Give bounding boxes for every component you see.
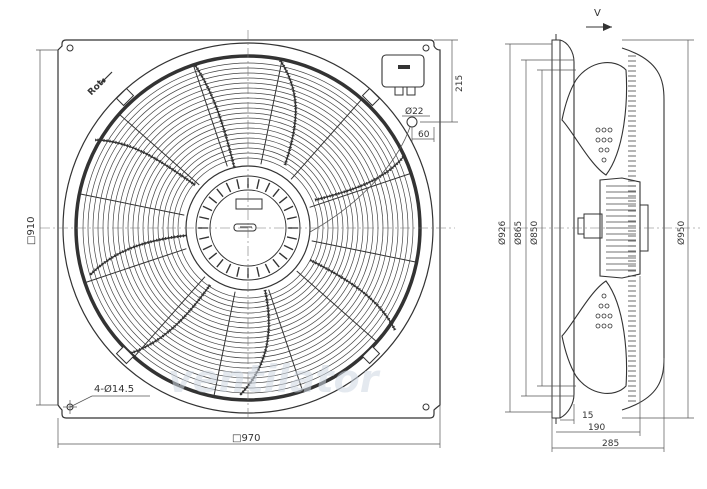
side-view: V Ø926 [497,8,700,452]
guard-clips [115,87,381,365]
corner-hole-tl [66,44,74,52]
terminal-box-label [398,65,410,69]
holes-leader [69,395,93,408]
watermark: ventilator [168,357,381,401]
rotation-arrow-head [100,78,106,84]
hub-center-slot [233,223,257,232]
corner-hole-tr [422,44,430,52]
hub-cooling-fins [198,178,298,278]
blade-profile-bottom [561,280,628,394]
airflow-label: V [594,8,601,19]
holes-label: 4-Ø14.5 [94,383,134,395]
guard-spokes [80,60,416,396]
cable-gland [406,116,418,128]
blade-serrations [88,59,407,397]
corner-hole-br [422,403,430,411]
height-dimension: □910 [26,216,37,245]
terminal-box-gland-2 [406,86,416,96]
width-dimension: □970 [232,433,261,444]
dim-190-label: 190 [588,423,605,433]
motor-shaft [577,217,585,235]
side-venturi [559,39,575,419]
blade-rivets [595,127,613,329]
box-offset-dimension: 215 [455,75,465,92]
motor-body [599,177,641,279]
side-guard-outline [621,47,665,411]
blade-profile-top [561,62,628,176]
motor-shaft-hub [583,213,603,239]
cable-gland-dimension: Ø22 [405,106,424,117]
cable [309,126,411,233]
terminal-box [381,54,425,88]
dia-850-dimension: Ø850 [529,220,540,245]
dia-950-dimension: Ø950 [676,220,687,245]
dim-15-label: 15 [582,411,593,421]
side-plate [551,39,561,419]
mounting-plate [57,39,441,419]
airflow-arrow-head [603,23,612,31]
motor-cooling-fins [606,185,636,271]
gland-offset-dimension: 60 [418,130,430,140]
dia-926-dimension: Ø926 [497,220,508,245]
dim-285-label: 285 [602,439,619,449]
front-view: Rot. □910 □970 4-Ø14.5 215 Ø22 60 ventil… [26,30,465,448]
terminal-box-gland-1 [394,86,404,96]
hub-label-plate [235,198,263,210]
side-guard-wires [628,55,636,402]
dia-865-dimension: Ø865 [513,221,524,245]
